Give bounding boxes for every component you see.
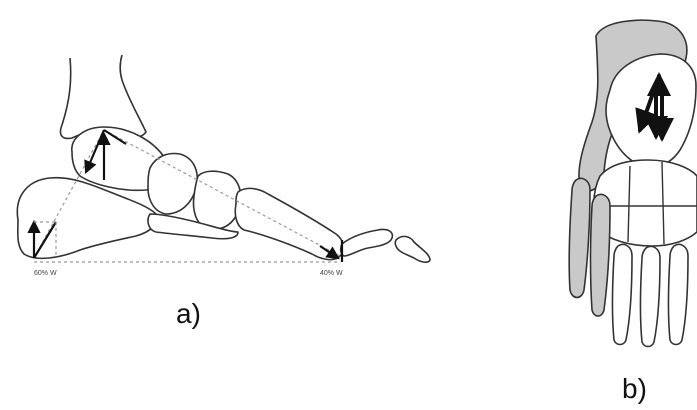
panel-a-lateral-foot: 60% W 40% W a) xyxy=(17,55,430,329)
panel-a-label: a) xyxy=(176,298,201,329)
forefoot-load-label: 40% W xyxy=(320,270,343,277)
metatarsal-5 xyxy=(669,244,689,344)
panel-b-superior-foot: b) xyxy=(569,20,697,404)
tibia-bone xyxy=(60,55,146,138)
talus-top-bone xyxy=(606,54,696,167)
panel-b-label: b) xyxy=(622,373,647,404)
heel-load-label: 60% W xyxy=(34,270,57,277)
distal-phalanx-bone xyxy=(395,236,430,262)
metatarsal-4 xyxy=(641,246,661,346)
lateral-metatarsal-2 xyxy=(591,194,611,316)
metatarsal-3 xyxy=(613,244,633,344)
lateral-metatarsal-1 xyxy=(569,178,590,297)
cuneiform-bone xyxy=(194,171,241,229)
navicular-bone xyxy=(148,154,197,214)
proximal-phalanx-bone xyxy=(341,229,393,256)
